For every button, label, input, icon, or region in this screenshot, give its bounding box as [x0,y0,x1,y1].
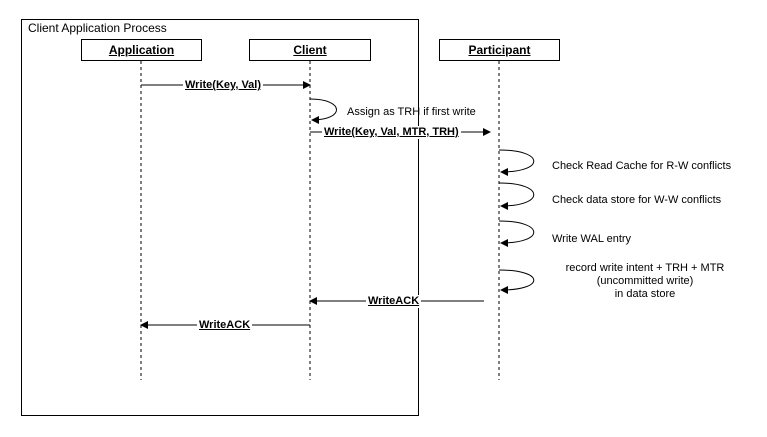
note-record-intent: record write intent + TRH + MTR (uncommi… [545,262,745,301]
label-writeack-participant-client: WriteACK [366,295,422,308]
frame-title: Client Application Process [28,21,167,35]
note-record-intent-line-2: (uncommitted write) [596,275,694,287]
note-check-data-store: Check data store for W-W conflicts [552,194,722,206]
loop-write-wal [498,220,535,247]
actor-client: Client [249,39,371,61]
note-write-wal: Write WAL entry [552,233,632,245]
loop-check-read-cache [498,149,535,176]
process-frame [21,19,419,416]
note-check-read-cache: Check Read Cache for R-W conflicts [552,160,732,172]
loop-check-data-store [498,182,535,210]
label-write-app-client: Write(Key, Val) [183,79,264,92]
label-write-client-participant: Write(Key, Val, MTR, TRH) [322,126,461,139]
note-record-intent-line-3: in data store [614,288,676,300]
note-assign-trh: Assign as TRH if first write [347,106,476,118]
loop-record-intent [498,269,535,294]
label-writeack-client-app: WriteACK [197,319,253,332]
note-record-intent-line-1: record write intent + TRH + MTR [565,262,725,274]
actor-participant: Participant [439,39,560,61]
actor-application: Application [81,39,202,61]
loop-assign-trh [309,98,337,124]
